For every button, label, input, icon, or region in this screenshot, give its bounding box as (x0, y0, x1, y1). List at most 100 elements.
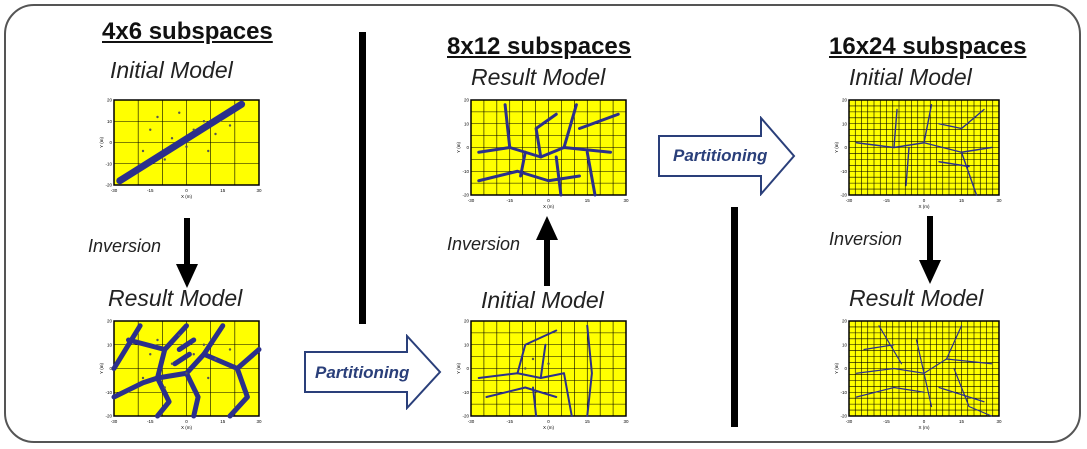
y-tick-label: -20 (462, 414, 469, 419)
column-header-4x6: 4x6 subspaces (102, 18, 273, 45)
y-tick-label: 0 (844, 145, 847, 150)
station-point (141, 149, 145, 153)
x-axis-label: X (m) (919, 204, 930, 209)
station-point (178, 111, 181, 114)
x-axis-label: X (m) (543, 204, 554, 209)
y-axis-label: Y (m) (99, 363, 104, 374)
x-tick-label: 0 (547, 419, 550, 424)
structure-line (111, 375, 160, 400)
structure-line (176, 337, 197, 352)
x-tick-label: -15 (147, 419, 154, 424)
structure-line (485, 386, 558, 398)
x-tick-label: -30 (846, 198, 853, 203)
station-point (547, 362, 550, 365)
structure-line (960, 151, 978, 196)
label-inversion-col3: Inversion (829, 229, 903, 249)
structure-line (938, 161, 970, 168)
structure-line (477, 169, 581, 183)
station-point (202, 120, 206, 123)
structure-line (945, 325, 963, 360)
structure-line (227, 366, 250, 419)
column-header-8x12: 8x12 subspaces (447, 33, 632, 60)
station-point (149, 353, 152, 356)
label-initial-model-col1: Initial Model (110, 57, 233, 83)
y-tick-label: 10 (107, 342, 113, 347)
y-axis-label: Y (m) (456, 363, 461, 374)
x-tick-label: 30 (996, 198, 1002, 203)
x-tick-label: 0 (185, 188, 188, 193)
x-tick-label: 30 (996, 419, 1002, 424)
station-point (524, 367, 527, 370)
station-point (185, 145, 188, 148)
structure-line (503, 103, 512, 149)
arrow-down-col3 (919, 216, 941, 284)
station-point (170, 362, 174, 365)
y-tick-label: 0 (844, 366, 847, 371)
x-tick-label: 0 (185, 419, 188, 424)
x-tick-label: 30 (623, 419, 629, 424)
x-axis-label: X (m) (543, 425, 554, 430)
x-tick-label: 15 (959, 198, 965, 203)
structure-line (539, 343, 547, 379)
station-point (149, 128, 152, 131)
partitioning-label-1: Partitioning (315, 363, 410, 382)
x-tick-label: -30 (468, 419, 475, 424)
label-result-model-col3: Result Model (849, 285, 984, 311)
station-point (214, 132, 217, 136)
structure-line (586, 324, 593, 417)
x-tick-label: 15 (959, 419, 965, 424)
station-point (163, 386, 166, 389)
label-initial-model-col2: Initial Model (481, 287, 604, 313)
x-tick-label: 15 (585, 419, 591, 424)
structure-line (953, 367, 993, 417)
structure-line (116, 100, 246, 185)
structure-line (534, 112, 558, 159)
station-point (185, 372, 188, 375)
y-tick-label: -10 (840, 169, 847, 174)
x-axis-label: X (m) (181, 425, 192, 430)
y-tick-label: 0 (466, 145, 469, 150)
y-tick-label: 20 (842, 319, 848, 324)
y-tick-label: 0 (109, 366, 112, 371)
station-point (202, 343, 206, 346)
station-point (207, 149, 210, 153)
x-tick-label: 15 (220, 419, 226, 424)
x-axis-label: X (m) (919, 425, 930, 430)
station-point (228, 124, 232, 127)
x-tick-label: 15 (585, 198, 591, 203)
station-point (192, 128, 195, 131)
y-tick-label: 10 (842, 342, 848, 347)
y-tick-label: 20 (464, 319, 470, 324)
y-tick-label: -20 (840, 193, 847, 198)
arrow-down-col1 (176, 218, 198, 288)
station-point (156, 115, 159, 119)
y-tick-label: -10 (462, 390, 469, 395)
y-tick-label: 20 (464, 98, 470, 103)
structure-line (563, 372, 573, 417)
y-tick-label: 10 (464, 121, 470, 126)
y-tick-label: -10 (105, 161, 112, 166)
x-tick-label: 0 (923, 198, 926, 203)
x-tick-label: -30 (468, 198, 475, 203)
structure-line (923, 104, 933, 144)
station-point (163, 158, 166, 161)
y-tick-label: 0 (109, 140, 112, 145)
divider-left (359, 32, 366, 324)
label-inversion-col1: Inversion (88, 236, 162, 256)
structure-line (155, 323, 226, 381)
y-axis-label: Y (m) (834, 363, 839, 374)
x-tick-label: 0 (923, 419, 926, 424)
label-initial-model-col3: Initial Model (849, 64, 972, 90)
column-header-16x24: 16x24 subspaces (829, 33, 1027, 60)
x-tick-label: 30 (623, 198, 629, 203)
y-tick-label: 20 (107, 98, 113, 103)
partitioning-arrow-2: Partitioning (658, 116, 796, 196)
y-tick-label: 20 (107, 319, 113, 324)
y-tick-label: -20 (105, 414, 112, 419)
structure-line (532, 386, 538, 417)
structure-line (915, 339, 933, 408)
y-axis-label: Y (m) (834, 142, 839, 153)
station-point (156, 338, 159, 342)
